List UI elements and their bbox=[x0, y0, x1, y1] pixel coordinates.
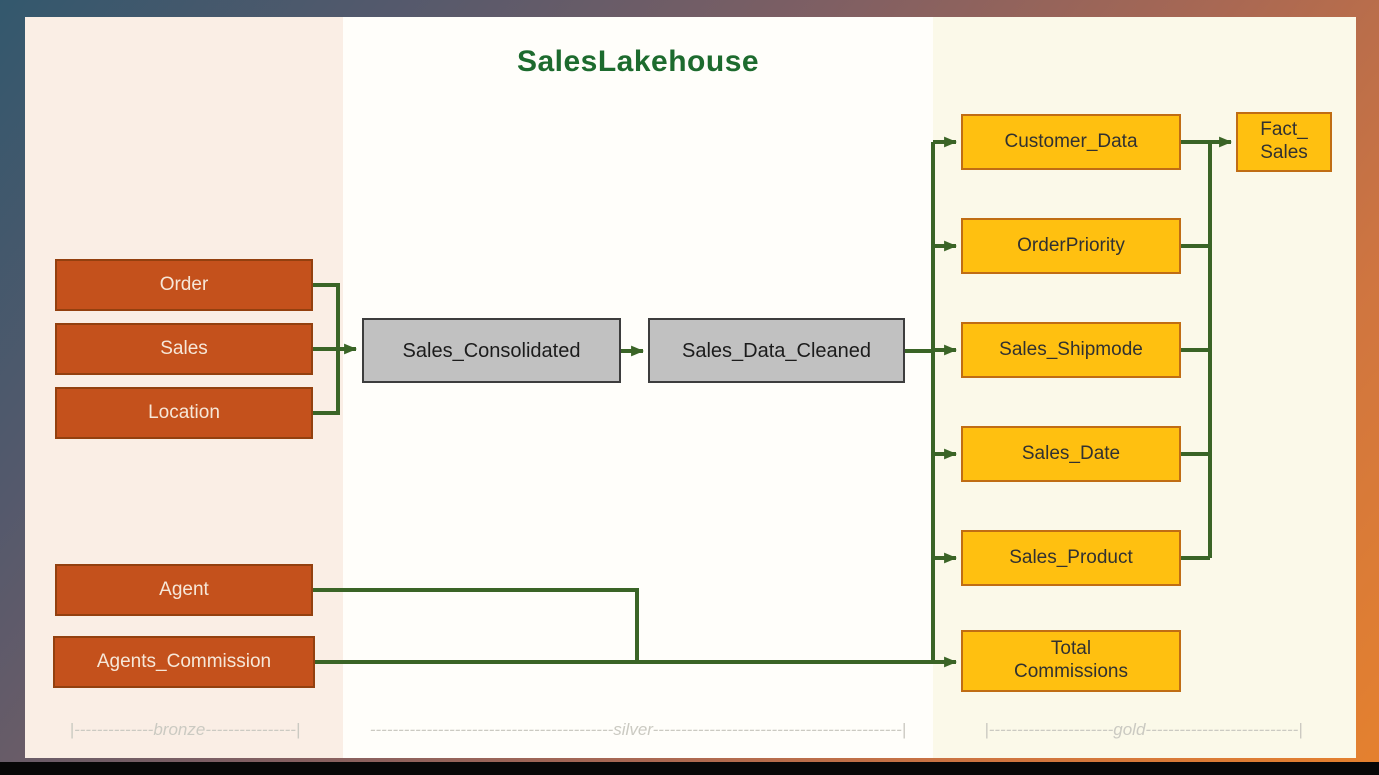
node-sales-product-label: Sales_Product bbox=[1009, 546, 1133, 568]
node-sales-consolidated-label: Sales_Consolidated bbox=[402, 339, 581, 362]
node-sales-shipmode: Sales_Shipmode bbox=[961, 322, 1181, 378]
node-total-commissions: Total Commissions bbox=[961, 630, 1181, 692]
node-agent-label: Agent bbox=[159, 578, 209, 600]
node-orderpriority-label: OrderPriority bbox=[1017, 234, 1125, 256]
diagram-title: SalesLakehouse bbox=[516, 45, 760, 78]
node-sales: Sales bbox=[55, 323, 313, 375]
node-customer-data: Customer_Data bbox=[961, 114, 1181, 170]
node-fact-sales-line2: Sales bbox=[1260, 142, 1308, 163]
node-order: Order bbox=[55, 259, 313, 311]
node-order-label: Order bbox=[159, 273, 209, 295]
node-sales-consolidated: Sales_Consolidated bbox=[362, 318, 621, 383]
node-agents-commission-label: Agents_Commission bbox=[96, 650, 272, 672]
bottom-black-bar bbox=[0, 762, 1379, 775]
diagram-canvas: SalesLakehouse bbox=[25, 17, 1356, 758]
node-agents-commission: Agents_Commission bbox=[53, 636, 315, 688]
node-orderpriority: OrderPriority bbox=[961, 218, 1181, 274]
node-sales-label: Sales bbox=[160, 337, 208, 359]
bronze-zone-ruler-label: |--------------bronze----------------| bbox=[69, 720, 301, 739]
node-sales-shipmode-label: Sales_Shipmode bbox=[999, 338, 1143, 360]
node-agent: Agent bbox=[55, 564, 313, 616]
silver-zone-ruler-label: ----------------------------------------… bbox=[369, 720, 907, 739]
node-sales-date-label: Sales_Date bbox=[1021, 442, 1121, 464]
node-sales-data-cleaned-label: Sales_Data_Cleaned bbox=[681, 339, 872, 362]
node-fact-sales: Fact_ Sales bbox=[1236, 112, 1332, 172]
node-location-label: Location bbox=[148, 401, 220, 423]
node-total-commissions-line1: Total bbox=[1050, 638, 1092, 660]
silver-zone-background bbox=[343, 17, 933, 758]
node-fact-sales-line1: Fact_ bbox=[1260, 119, 1308, 141]
node-sales-product: Sales_Product bbox=[961, 530, 1181, 586]
node-sales-data-cleaned: Sales_Data_Cleaned bbox=[648, 318, 905, 383]
node-location: Location bbox=[55, 387, 313, 439]
node-sales-date: Sales_Date bbox=[961, 426, 1181, 482]
gold-zone-ruler-label: |----------------------gold-------------… bbox=[984, 720, 1303, 739]
node-customer-data-label: Customer_Data bbox=[1004, 130, 1138, 152]
node-total-commissions-line2: Commissions bbox=[1013, 661, 1129, 682]
